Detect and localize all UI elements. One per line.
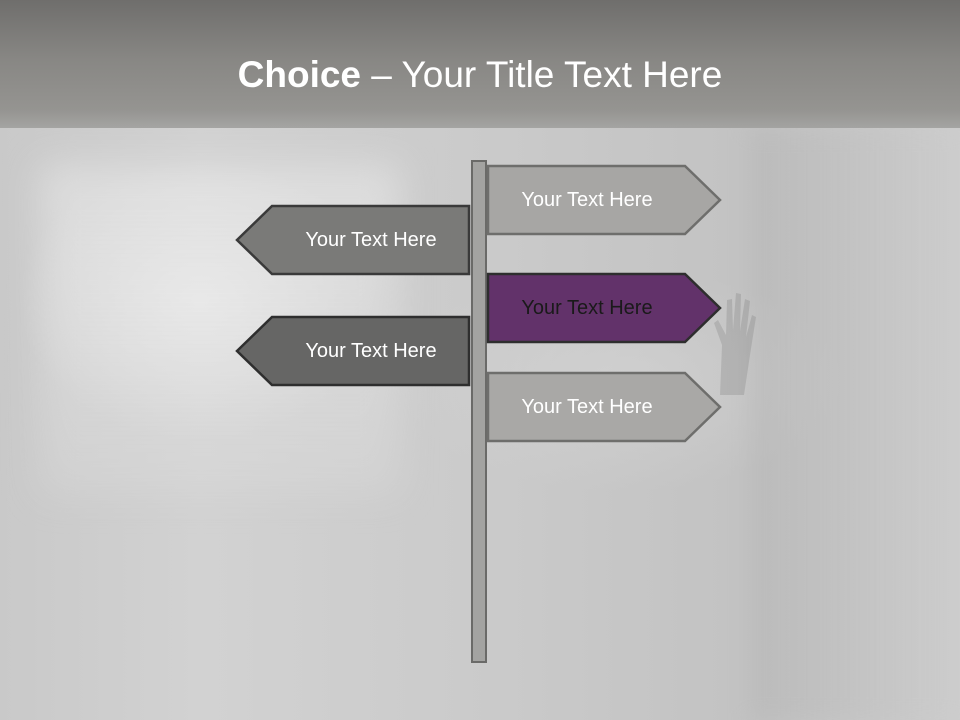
- arrow-left-shape: [235, 204, 471, 276]
- arrow-right-shape: [486, 371, 722, 443]
- arrow-left-shape: [235, 315, 471, 387]
- sign-label: Your Text Here: [305, 228, 437, 251]
- shadow-area: [750, 130, 960, 720]
- sign-label: Your Text Here: [521, 296, 653, 319]
- sign-arrow-right-2[interactable]: Your Text Here: [486, 272, 722, 344]
- title-band: [0, 0, 960, 128]
- hand-silhouette: [714, 293, 756, 395]
- sign-label: Your Text Here: [521, 395, 653, 418]
- slide-title: Choice – Your Title Text Here: [0, 52, 960, 98]
- sign-arrow-left-1[interactable]: Your Text Here: [235, 204, 471, 276]
- sign-arrow-left-2[interactable]: Your Text Here: [235, 315, 471, 387]
- sign-arrow-right-1[interactable]: Your Text Here: [486, 164, 722, 236]
- arrow-right-shape: [486, 164, 722, 236]
- signpost-pole: [471, 160, 487, 663]
- arrow-right-shape: [486, 272, 722, 344]
- sign-label: Your Text Here: [521, 188, 653, 211]
- title-text: – Your Title Text Here: [361, 54, 723, 95]
- sign-label: Your Text Here: [305, 339, 437, 362]
- sign-arrow-right-3[interactable]: Your Text Here: [486, 371, 722, 443]
- title-emphasis: Choice: [237, 54, 362, 95]
